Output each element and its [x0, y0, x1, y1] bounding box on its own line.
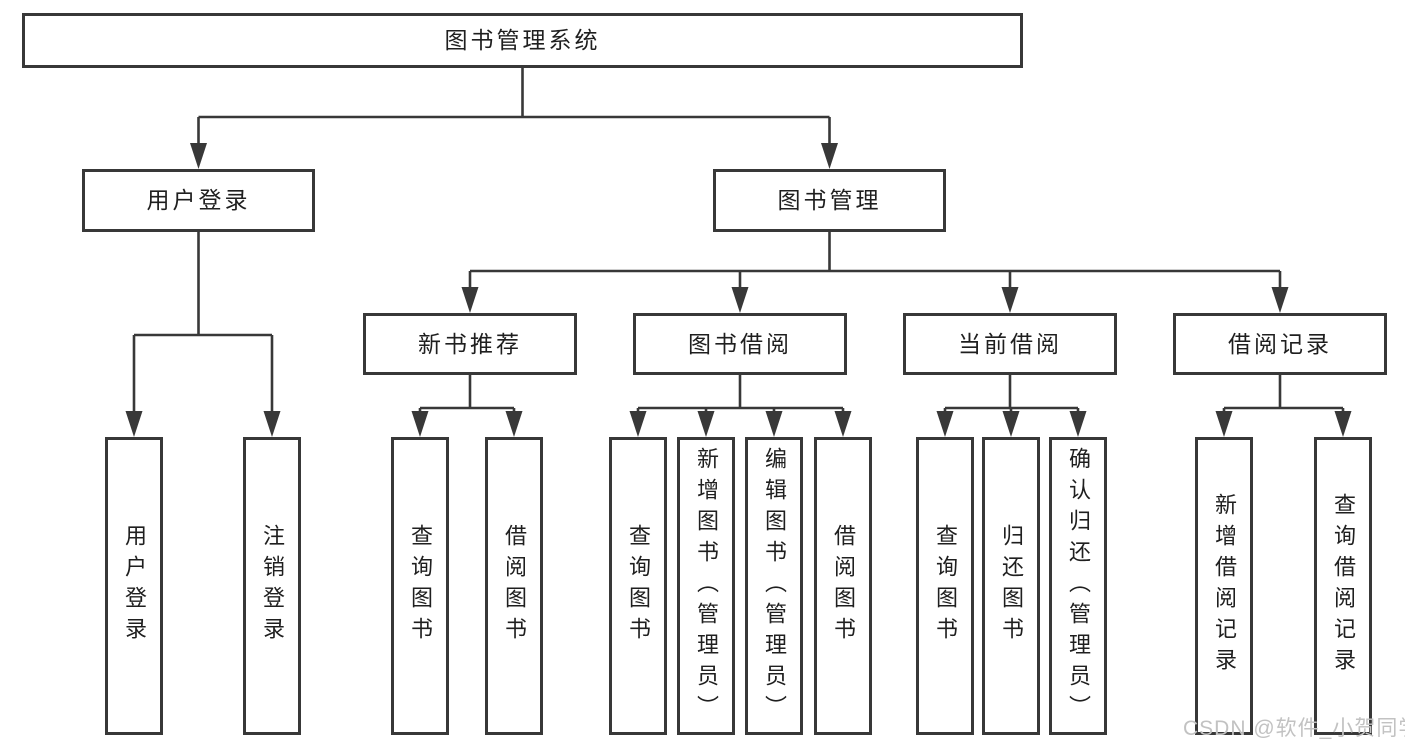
- leaf-records-add-label: 新增借阅记录: [1212, 493, 1237, 679]
- node-borrow-records-label: 借阅记录: [1228, 330, 1332, 357]
- leaf-newbooks-query: 查询图书: [391, 437, 449, 735]
- node-book-borrowing: 图书借阅: [633, 313, 847, 375]
- leaf-current-return-label: 归还图书: [999, 524, 1024, 648]
- leaf-borrowing-edit-label: 编辑图书（管理员）: [762, 446, 787, 726]
- leaf-current-confirm-return-label: 确认归还（管理员）: [1066, 446, 1091, 726]
- leaf-current-query: 查询图书: [916, 437, 974, 735]
- node-book-borrowing-label: 图书借阅: [688, 330, 792, 357]
- leaf-records-query-label: 查询借阅记录: [1331, 493, 1356, 679]
- leaf-borrowing-query-label: 查询图书: [626, 524, 651, 648]
- leaf-borrowing-borrow: 借阅图书: [814, 437, 872, 735]
- node-book-management-label: 图书管理: [777, 187, 882, 213]
- leaf-borrowing-add: 新增图书（管理员）: [677, 437, 735, 735]
- node-borrow-records: 借阅记录: [1173, 313, 1387, 375]
- leaf-newbooks-borrow: 借阅图书: [485, 437, 543, 735]
- node-current-borrowing-label: 当前借阅: [958, 330, 1062, 357]
- leaf-borrowing-query: 查询图书: [609, 437, 667, 735]
- leaf-records-add: 新增借阅记录: [1195, 437, 1253, 735]
- node-root-label: 图书管理系统: [444, 27, 601, 53]
- leaf-borrowing-edit: 编辑图书（管理员）: [745, 437, 803, 735]
- node-user-login-label: 用户登录: [146, 187, 251, 213]
- leaf-newbooks-query-label: 查询图书: [408, 524, 433, 648]
- node-user-login: 用户登录: [82, 169, 315, 232]
- node-new-books-label: 新书推荐: [418, 330, 522, 357]
- node-new-books: 新书推荐: [363, 313, 577, 375]
- leaf-records-query: 查询借阅记录: [1314, 437, 1372, 735]
- leaf-user-login-label: 用户登录: [122, 524, 147, 648]
- leaf-borrowing-add-label: 新增图书（管理员）: [694, 446, 719, 726]
- leaf-logout-label: 注销登录: [260, 524, 285, 648]
- node-book-management: 图书管理: [713, 169, 946, 232]
- node-root: 图书管理系统: [22, 13, 1023, 68]
- leaf-current-confirm-return: 确认归还（管理员）: [1049, 437, 1107, 735]
- node-current-borrowing: 当前借阅: [903, 313, 1117, 375]
- leaf-user-login: 用户登录: [105, 437, 163, 735]
- watermark: CSDN @软件_小贺同学: [1183, 717, 1405, 740]
- leaf-newbooks-borrow-label: 借阅图书: [502, 524, 527, 648]
- leaf-borrowing-borrow-label: 借阅图书: [831, 524, 856, 648]
- leaf-current-return: 归还图书: [982, 437, 1040, 735]
- leaf-current-query-label: 查询图书: [933, 524, 958, 648]
- leaf-logout: 注销登录: [243, 437, 301, 735]
